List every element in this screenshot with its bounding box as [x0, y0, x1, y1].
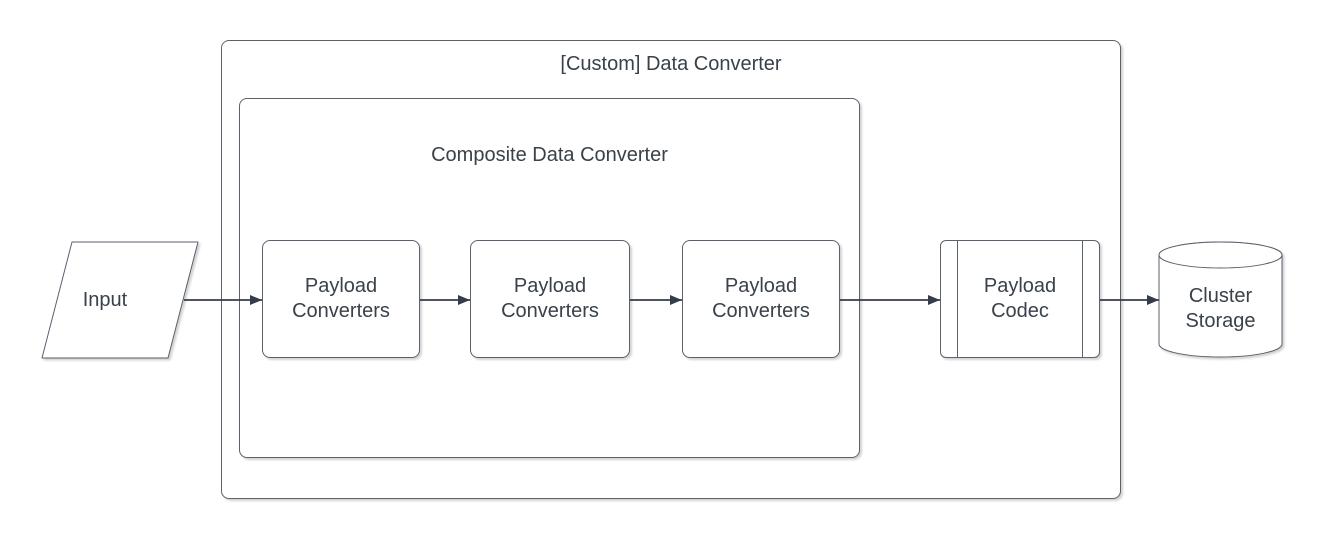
node-payload-converters-2: Payload Converters: [470, 240, 630, 358]
node-payload-converters-1-label: Payload Converters: [292, 275, 390, 322]
codec-divider-right: [1082, 241, 1083, 357]
node-cluster-storage-shape: [1158, 241, 1283, 358]
node-payload-converters-2-label: Payload Converters: [501, 275, 599, 322]
cylinder-top-shape: [1158, 241, 1283, 269]
node-payload-converters-3-label: Payload Converters: [712, 275, 810, 322]
node-payload-codec-label: Payload Codec: [983, 275, 1057, 322]
node-cluster-storage-label: Cluster Storage: [1185, 284, 1256, 332]
node-payload-converters-1: Payload Converters: [262, 240, 420, 358]
group-composite-data-converter-label: Composite Data Converter: [431, 144, 668, 166]
node-input-label: Input: [82, 288, 128, 311]
node-payload-converters-3: Payload Converters: [682, 240, 840, 358]
parallelogram-shape: [41, 241, 199, 359]
node-payload-codec: Payload Codec: [940, 240, 1100, 358]
node-input-shape: [41, 241, 199, 359]
codec-divider-left: [957, 241, 958, 357]
group-custom-data-converter-label: [Custom] Data Converter: [560, 53, 782, 75]
